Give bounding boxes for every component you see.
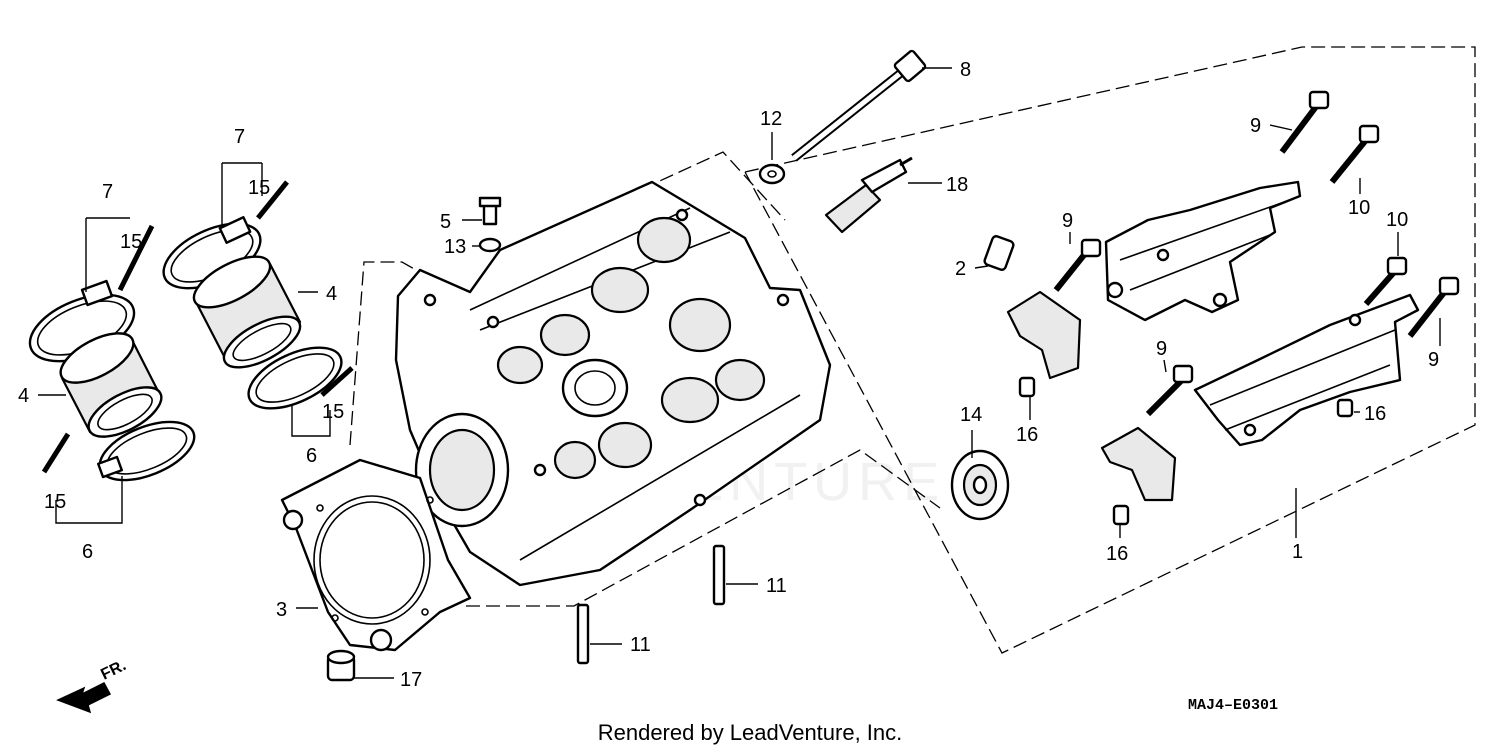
- bolts-9-10: [1053, 90, 1460, 417]
- dowel-2: [983, 235, 1015, 271]
- leader-lines: [38, 67, 1441, 679]
- drawing-code: MAJ4–E0301: [1188, 697, 1278, 714]
- assembly-frame-lower: [466, 449, 941, 607]
- callout-11-b: 11: [630, 634, 651, 656]
- callout-3: 3: [276, 599, 287, 621]
- stud-bolts-11: [576, 544, 726, 665]
- callout-14: 14: [960, 404, 982, 426]
- cylinder-head: [394, 180, 832, 587]
- callout-16-a: 16: [1016, 424, 1038, 446]
- callout-13: 13: [444, 236, 466, 258]
- callout-17: 17: [400, 669, 422, 691]
- dowel-pin-17: [326, 649, 356, 682]
- intake-set-left: [28, 224, 196, 482]
- callout-15-d: 15: [322, 401, 344, 423]
- callout-8: 8: [960, 59, 971, 81]
- callout-15-a: 15: [120, 231, 142, 253]
- bearing-14: [950, 449, 1010, 521]
- callout-1: 1: [1292, 541, 1303, 563]
- callout-10-a: 10: [1348, 197, 1370, 219]
- joint-bolt-5: [478, 196, 502, 226]
- assembly-frame-right: [744, 46, 1476, 654]
- front-direction-arrow: FR.: [56, 657, 129, 714]
- rocker-arm-assembly-lower: [1193, 293, 1420, 447]
- screw-15-c: [256, 180, 289, 220]
- rendered-by-credit: Rendered by LeadVenture, Inc.: [598, 720, 903, 745]
- callout-labels: 1 2 3 4 4 5 6 6 7 7 8 9 9 9 9 10 10 11 1…: [18, 59, 1439, 691]
- hose-clamp-lower-2: [247, 346, 343, 410]
- callout-12: 12: [760, 108, 782, 130]
- callout-10-b: 10: [1386, 209, 1408, 231]
- callout-7-left: 7: [102, 181, 113, 203]
- callout-7-middle: 7: [234, 126, 245, 148]
- callout-18: 18: [946, 174, 968, 196]
- callout-9-a: 9: [1250, 115, 1261, 137]
- bolt-8: [791, 49, 927, 162]
- dowel-16-a: [1018, 376, 1036, 398]
- front-arrow-icon: [56, 682, 112, 714]
- callout-4-left: 4: [18, 385, 29, 407]
- callout-6-middle: 6: [306, 445, 317, 467]
- callout-9-d: 9: [1156, 338, 1167, 360]
- screw-15-a: [117, 224, 155, 292]
- callout-16-c: 16: [1106, 543, 1128, 565]
- intake-set-middle: [162, 180, 354, 410]
- dowel-16-c: [1112, 504, 1130, 526]
- callout-9-c: 9: [1428, 349, 1439, 371]
- callout-2: 2: [955, 258, 966, 280]
- dowel-16-b: [1336, 398, 1354, 418]
- callout-4-middle: 4: [326, 283, 337, 305]
- front-label: FR.: [98, 657, 129, 684]
- screw-15-b: [41, 432, 71, 474]
- washer-12: [758, 163, 786, 185]
- washer-13: [478, 237, 502, 253]
- callout-6-left: 6: [82, 541, 93, 563]
- spark-plug-18: [824, 156, 913, 234]
- screw-15-d: [320, 366, 354, 397]
- callout-9-b: 9: [1062, 210, 1073, 232]
- rocker-holder-lower: [1100, 426, 1177, 502]
- callout-16-b: 16: [1364, 403, 1386, 425]
- callout-11-a: 11: [766, 575, 787, 597]
- callout-15-c: 15: [248, 177, 270, 199]
- cylinder-head-gasket: [280, 458, 472, 652]
- rocker-holder-upper: [1006, 290, 1082, 380]
- callout-15-b: 15: [44, 491, 66, 513]
- callout-5: 5: [440, 211, 451, 233]
- rocker-arm-assembly-upper: [1104, 180, 1302, 322]
